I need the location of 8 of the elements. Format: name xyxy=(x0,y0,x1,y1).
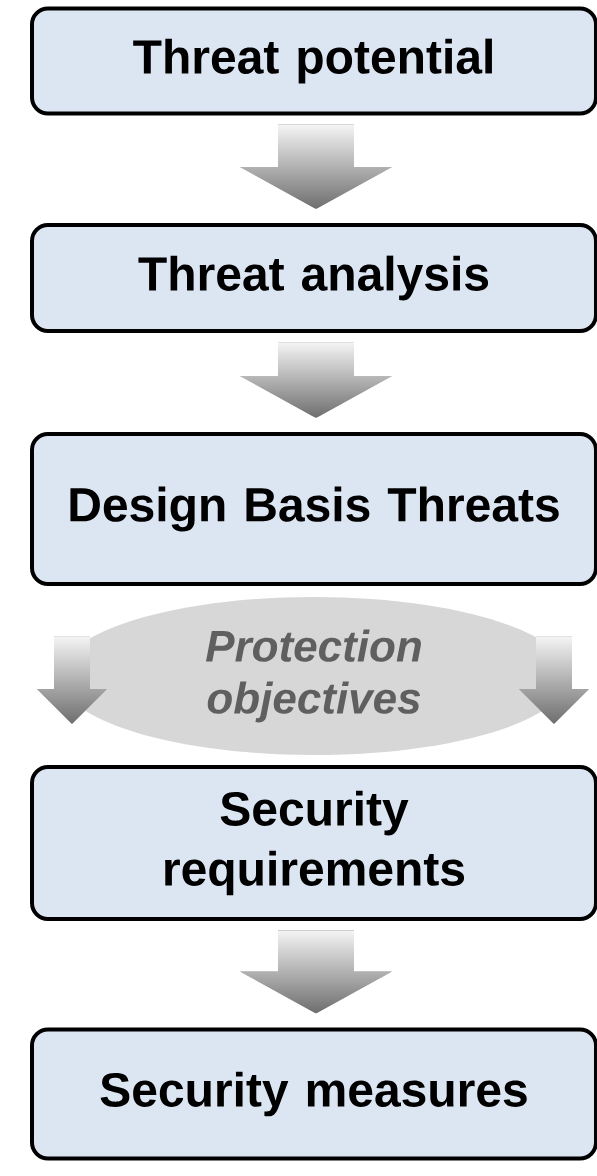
process-box: Security measures xyxy=(30,1027,597,1161)
process-box: Security requirements xyxy=(30,765,597,921)
block-arrow xyxy=(240,124,392,209)
block-arrow xyxy=(240,930,392,1014)
block-arrow xyxy=(240,342,392,418)
process-box: Threat analysis xyxy=(30,223,597,333)
process-box: Design Basis Threats xyxy=(30,432,597,586)
process-box: Threat potential xyxy=(30,6,597,116)
